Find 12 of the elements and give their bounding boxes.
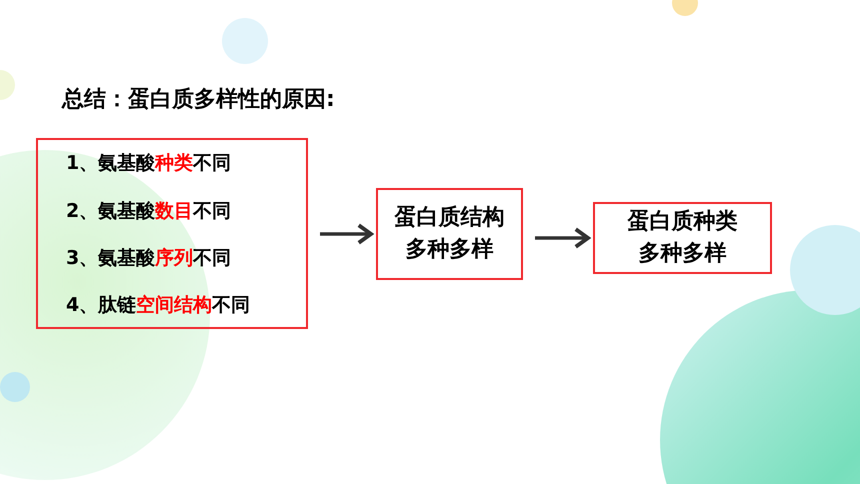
reason-list-box — [36, 138, 308, 329]
reason-text: 3、氨基酸序列不同 — [66, 246, 232, 271]
reason-text: 1、氨基酸种类不同 — [66, 151, 232, 176]
reason-text: 2、氨基酸数目不同 — [66, 199, 232, 224]
result-text: 蛋白质结构多种多样 — [394, 204, 506, 264]
result-box — [376, 188, 523, 280]
result-text: 蛋白质种类多种多样 — [626, 208, 738, 268]
result-box — [593, 202, 772, 274]
arrow — [320, 223, 373, 245]
title: 总结：蛋白质多样性的原因: — [62, 86, 335, 114]
reason-text: 4、肽链空间结构不同 — [66, 293, 250, 318]
arrow — [535, 227, 590, 249]
